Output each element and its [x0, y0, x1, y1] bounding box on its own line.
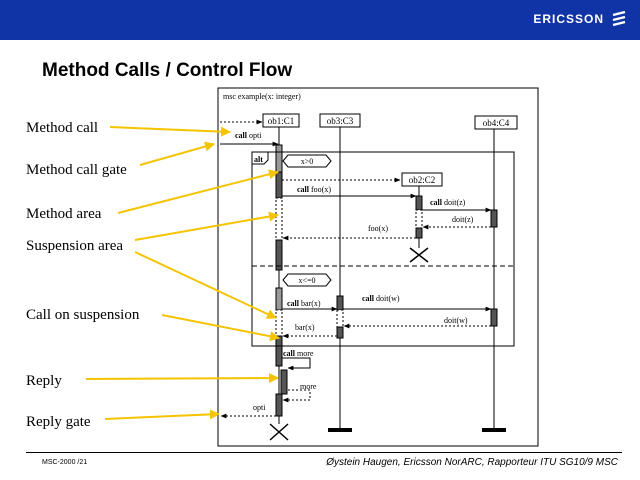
alt-label: alt	[254, 155, 263, 164]
guard-1	[282, 154, 332, 168]
instance-name-ob1: ob1:C1	[268, 116, 295, 126]
annotation-arrows	[85, 126, 280, 420]
msc-heading: msc example(x: integer)	[223, 92, 301, 101]
reply-doit-z-label: doit(z)	[452, 215, 474, 224]
method-area-ob1	[275, 144, 283, 173]
msg-call-more	[282, 357, 311, 371]
instance-name-ob4: ob4:C4	[483, 118, 510, 128]
reply-more	[282, 389, 311, 403]
ericsson-mark-icon	[612, 11, 626, 27]
footer-divider	[26, 452, 622, 453]
reply-bar-label: bar(x)	[295, 323, 315, 332]
guard-1-text: x>0	[301, 157, 314, 166]
msg-call-opti-label: call opti	[235, 131, 262, 140]
msg-call-doit-z-label: call doit(z)	[430, 198, 466, 207]
label-reply-gate: Reply gate	[26, 414, 91, 430]
label-method-call-gate: Method call gate	[26, 162, 127, 178]
reply-doit-w-label: doit(w)	[444, 316, 468, 325]
alt-frame	[251, 151, 515, 347]
suspension-area-ob1	[275, 197, 283, 241]
footer-author: Øystein Haugen, Ericsson NorARC, Rapport…	[326, 457, 618, 468]
guard-2	[282, 273, 332, 287]
label-suspension-area: Suspension area	[26, 238, 124, 254]
label-reply: Reply	[26, 373, 62, 389]
method-area-more	[280, 369, 288, 395]
brand-name: ERICSSON	[533, 12, 604, 26]
reply-more-label: more	[300, 382, 317, 391]
label-method-call: Method call	[26, 120, 99, 136]
instance-head-ob1	[262, 113, 300, 128]
reply-foo-label: foo(x)	[368, 224, 388, 233]
msg-call-bar-label: call bar(x)	[287, 299, 321, 308]
msg-call-foo-label: call foo(x)	[297, 185, 331, 194]
msg-call-more-label: call more	[283, 349, 314, 358]
reply-opti-label: opti	[253, 403, 266, 412]
label-call-on-suspension: Call on suspension	[26, 307, 140, 323]
ericsson-logo: ERICSSON	[533, 11, 626, 27]
instance-name-ob2: ob2:C2	[409, 175, 436, 185]
msg-call-doit-w-label: call doit(w)	[362, 294, 400, 303]
msc-frame	[217, 87, 539, 447]
header-bar: ERICSSON	[0, 0, 640, 40]
footer-slide-number: MSC-2000 /21	[42, 459, 88, 466]
label-method-area: Method area	[26, 206, 102, 222]
end-ob4	[482, 428, 506, 432]
instance-head-ob2	[401, 172, 443, 187]
instance-head-ob4	[474, 115, 518, 130]
guard-2-text: x<=0	[298, 276, 315, 285]
end-ob3	[328, 428, 352, 432]
instance-name-ob3: ob3:C3	[327, 116, 354, 126]
slide-title: Method Calls / Control Flow	[42, 60, 293, 81]
